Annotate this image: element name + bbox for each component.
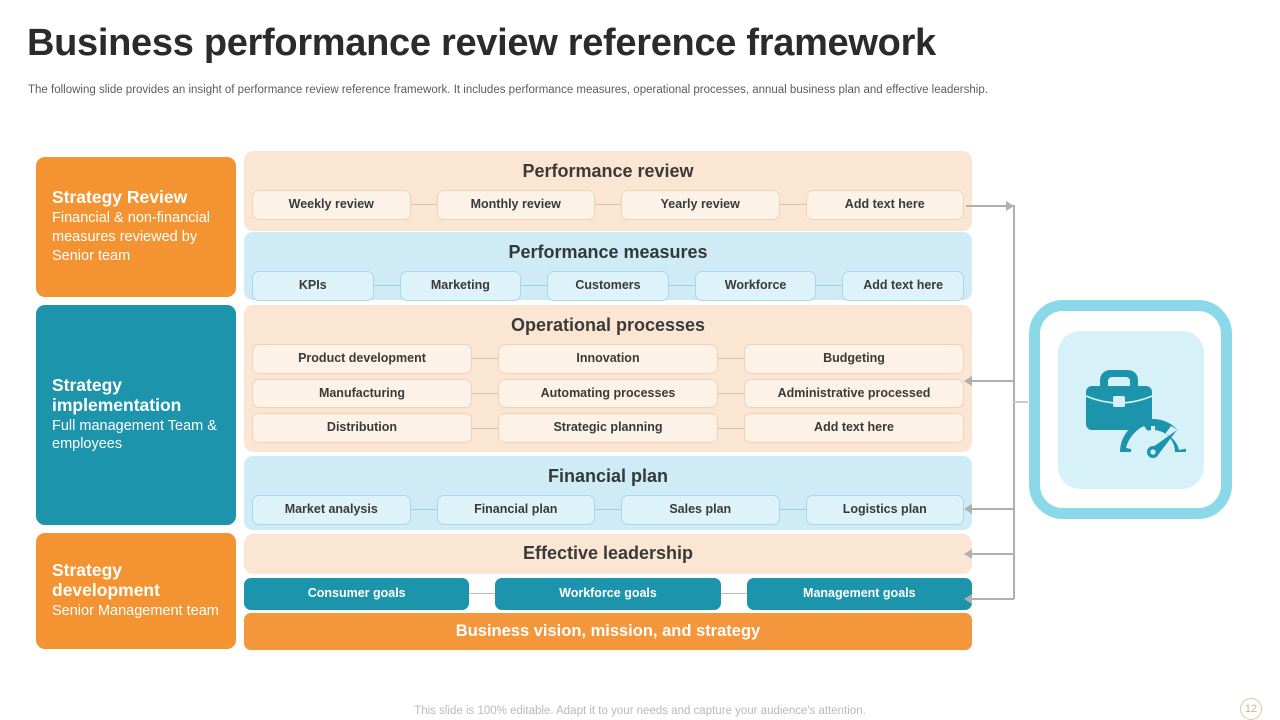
chip[interactable]: Workforce	[694, 270, 817, 301]
chip-connector	[718, 392, 744, 394]
chip-row: Product development Innovation Budgeting	[252, 343, 964, 374]
chip[interactable]: Workforce goals	[495, 578, 721, 610]
chip-connector	[373, 285, 400, 287]
stage-card-description: Financial & non-financial measures revie…	[52, 210, 210, 264]
connector-arrow-left	[964, 376, 972, 386]
chip[interactable]: Administrative processed	[744, 378, 964, 409]
connector-stub-to-icon	[1014, 401, 1028, 403]
chip[interactable]: Strategic planning	[498, 413, 718, 444]
chip-connector	[816, 285, 843, 287]
panel-performance-review: Performance review Weekly review Monthly …	[244, 151, 972, 231]
connector-vertical-line	[1013, 205, 1015, 599]
connector-branch-leadership	[966, 553, 1014, 555]
connector-branch-financial	[966, 508, 1014, 510]
chip[interactable]: Automating processes	[498, 378, 718, 409]
chip[interactable]: Market analysis	[252, 494, 411, 525]
stage-card-title: Strategy development	[52, 560, 160, 601]
panel-heading: Effective leadership	[522, 543, 694, 564]
connector-branch-goals	[966, 598, 1014, 600]
chip[interactable]: Yearly review	[621, 189, 780, 220]
icon-card	[1029, 300, 1232, 519]
stage-card-strategy-implementation[interactable]: Strategy implementation Full management …	[36, 305, 236, 525]
chip-connector	[410, 204, 437, 206]
bottom-bar-business-vision[interactable]: Business vision, mission, and strategy	[244, 613, 972, 650]
page-subtitle: The following slide provides an insight …	[28, 84, 988, 96]
chip[interactable]: Monthly review	[436, 189, 595, 220]
chip[interactable]: Consumer goals	[244, 578, 470, 610]
chip[interactable]: Sales plan	[621, 494, 780, 525]
leadership-goals-row: Consumer goals Workforce goals Management …	[244, 578, 972, 610]
page-number-badge: 12	[1240, 698, 1262, 720]
chip-connector	[472, 392, 498, 394]
chip[interactable]: Add text here	[842, 270, 964, 301]
chip[interactable]: Budgeting	[744, 343, 964, 374]
chip-connector	[720, 593, 747, 595]
connector-branch-performance-review	[966, 205, 1014, 207]
connector-arrow-left	[964, 549, 972, 559]
connector-arrow-right	[1006, 201, 1014, 211]
footer-note: This slide is 100% editable. Adapt it to…	[414, 705, 866, 717]
chip[interactable]: KPIs	[252, 270, 374, 301]
chip-connector	[469, 593, 496, 595]
panel-heading: Operational processes	[510, 315, 706, 335]
chip[interactable]: Weekly review	[252, 189, 411, 220]
chip-connector	[718, 427, 744, 429]
chip-row: KPIs Marketing Customers Workforce Add text …	[252, 270, 964, 301]
chip-row: Manufacturing Automating processes Adminis…	[252, 378, 964, 409]
icon-card-inner	[1057, 330, 1204, 489]
stage-card-description: Senior Management team	[52, 603, 219, 620]
connector-tree	[964, 145, 1028, 655]
chip-row: Distribution Strategic planning Add text h…	[252, 413, 964, 444]
stage-card-strategy-review[interactable]: Strategy Review Financial & non-financia…	[36, 157, 236, 297]
connector-branch-operational	[966, 380, 1014, 382]
chip-connector	[718, 358, 744, 360]
chip-connector	[410, 509, 437, 511]
stage-card-strategy-development[interactable]: Strategy development Senior Management t…	[36, 533, 236, 649]
chip-connector	[668, 285, 695, 287]
chip[interactable]: Innovation	[498, 343, 718, 374]
panel-heading: Financial plan	[547, 466, 669, 486]
chip-connector	[521, 285, 548, 287]
page-title: Business performance review reference fr…	[27, 22, 936, 64]
chip[interactable]: Add text here	[805, 189, 964, 220]
briefcase-performance-gauge-icon	[1085, 369, 1189, 458]
stage-card-title: Strategy Review	[52, 187, 188, 208]
chip[interactable]: Financial plan	[436, 494, 595, 525]
chip-connector	[472, 427, 498, 429]
panel-heading: Performance measures	[508, 242, 708, 262]
chip[interactable]: Product development	[252, 343, 472, 374]
chip-connector	[472, 358, 498, 360]
chip[interactable]: Distribution	[252, 413, 472, 444]
stage-card-title: Strategy implementation	[52, 374, 182, 415]
panel-heading: Performance review	[522, 161, 694, 181]
chip-connector	[595, 509, 621, 511]
chip-row: Market analysis Financial plan Sales plan L…	[252, 494, 964, 525]
chip[interactable]: Management goals	[746, 578, 972, 610]
panel-performance-measures: Performance measures KPIs Marketing Custom…	[244, 232, 972, 301]
stage-card-description: Full management Team & employees	[52, 417, 217, 453]
panel-operational-processes: Operational processes Product developmen…	[244, 305, 972, 452]
bottom-bar-label: Business vision, mission, and strategy	[455, 622, 761, 640]
panel-financial-plan: Financial plan Market analysis Financial …	[244, 456, 972, 530]
chip[interactable]: Add text here	[744, 413, 964, 444]
chip[interactable]: Manufacturing	[252, 378, 472, 409]
chip-connector	[595, 204, 621, 206]
chip-connector	[779, 204, 806, 206]
chip[interactable]: Marketing	[399, 270, 522, 301]
connector-arrow-left	[964, 594, 972, 604]
chip[interactable]: Customers	[547, 270, 669, 301]
chip-connector	[779, 509, 806, 511]
chip[interactable]: Logistics plan	[805, 494, 964, 525]
connector-arrow-left	[964, 504, 972, 514]
panel-effective-leadership: Effective leadership	[244, 534, 972, 574]
chip-row: Weekly review Monthly review Yearly review…	[252, 189, 964, 220]
